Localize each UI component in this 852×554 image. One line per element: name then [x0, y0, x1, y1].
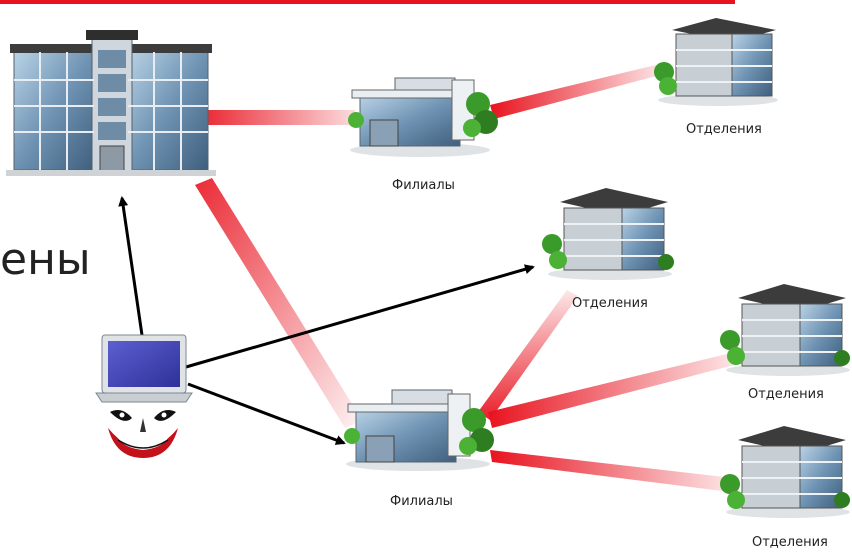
link-branch-top-office — [490, 64, 664, 119]
attack-arrow-to-branch — [187, 382, 346, 445]
office-label-top-right: Отделения — [686, 122, 762, 137]
attack-arrow-to-office — [185, 264, 535, 369]
attack-arrow-to-hq — [118, 196, 144, 336]
office-label-mid: Отделения — [572, 296, 648, 311]
office-building-icon — [542, 188, 674, 280]
branch-building-icon — [344, 389, 494, 471]
link-branch-bottom-office-low — [490, 450, 733, 492]
headquarters-building-icon — [6, 30, 216, 176]
branch-label-bottom: Филиалы — [390, 494, 453, 509]
branch-building-icon — [348, 77, 498, 157]
office-building-icon — [720, 426, 850, 518]
link-hq-branch-bottom — [195, 178, 362, 428]
link-branch-bottom-office-mid — [478, 290, 578, 420]
office-label-bottom-right: Отделения — [752, 535, 828, 550]
link-branch-bottom-office-right — [488, 352, 738, 428]
joker-face-icon — [108, 410, 178, 458]
branch-label-top: Филиалы — [392, 178, 455, 193]
link-hq-branch-top — [205, 110, 355, 125]
partial-heading-text: ены — [0, 234, 91, 285]
office-building-icon — [654, 18, 778, 106]
top-accent-line — [0, 0, 735, 4]
office-label-right-mid: Отделения — [748, 387, 824, 402]
laptop-icon — [95, 334, 193, 403]
office-building-icon — [720, 284, 850, 376]
